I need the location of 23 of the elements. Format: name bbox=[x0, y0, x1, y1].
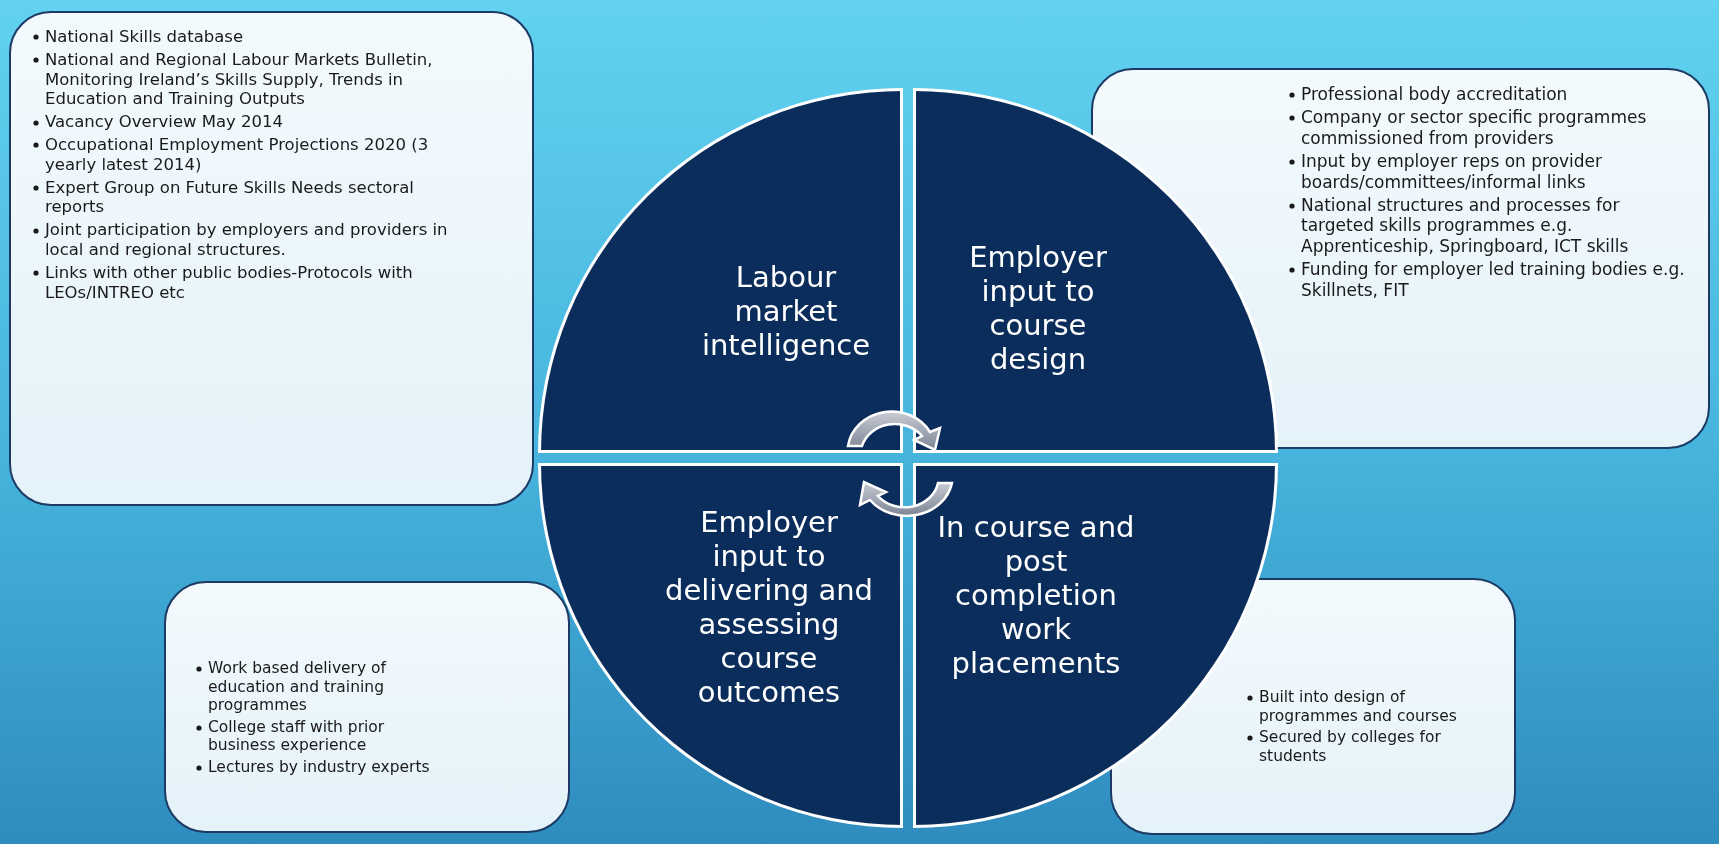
bullet-text: Company or sector specific programmes commissioned from providers bbox=[1301, 107, 1647, 148]
bullet-text: Work based delivery of education and training programmes bbox=[208, 659, 386, 715]
bullet-text: Funding for employer led training bodies e.g. Skillnets, FIT bbox=[1301, 259, 1685, 300]
quadrant-label: Employer input to course design bbox=[968, 241, 1108, 377]
bullet-text: College staff with prior business experience bbox=[208, 717, 385, 755]
quadrant-label: Employer input to delivering and assessing course outcomes bbox=[664, 506, 874, 710]
text-card bbox=[9, 11, 534, 506]
bullet-text: Secured by colleges for students bbox=[1259, 728, 1441, 765]
bullet-text: Links with other public bodies-Protocols with LEOs/INTREO etc bbox=[45, 262, 413, 302]
bullet-text: National structures and processes for targeted skills programmes e.g. Apprenticeship, Springboard, ICT skills bbox=[1301, 194, 1629, 256]
bullet-text: Lectures by industry experts bbox=[208, 757, 430, 776]
bullet-text: Expert Group on Future Skills Needs sectoral reports bbox=[45, 177, 414, 217]
bullet-text: National Skills database bbox=[45, 27, 244, 46]
bullet-text: Occupational Employment Projections 2020 (3 yearly latest 2014) bbox=[45, 135, 429, 174]
quadrant-label: In course and post completion work placements bbox=[936, 511, 1136, 681]
bullet-text: Joint participation by employers and providers in local and regional structures. bbox=[45, 220, 448, 259]
bullet-text: Vacancy Overview May 2014 bbox=[45, 112, 284, 132]
quadrant-label: Labour market intelligence bbox=[700, 261, 872, 363]
bullet-text: Built into design of programmes and courses bbox=[1259, 688, 1457, 725]
text-card bbox=[164, 581, 570, 833]
bullet-text: National and Regional Labour Markets Bulletin, Monitoring Ireland’s Skills Supply, Trends in Education and Training Outputs bbox=[45, 49, 433, 109]
bullet-text: Professional body accreditation bbox=[1301, 84, 1568, 104]
bullet-text: Input by employer reps on provider boards/committees/informal links bbox=[1301, 151, 1603, 192]
